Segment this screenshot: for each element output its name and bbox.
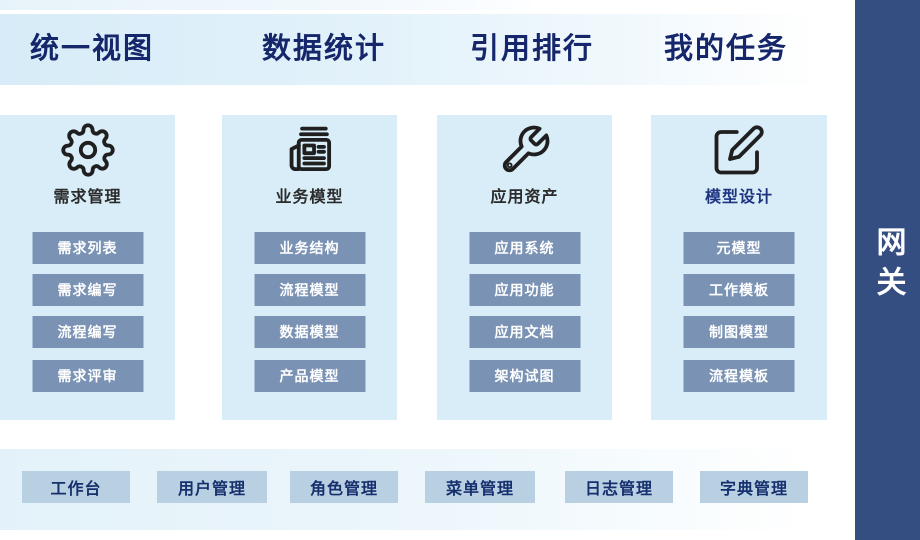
- card-title: 模型设计: [704, 189, 773, 206]
- sidebar-gateway[interactable]: 网关: [855, 0, 920, 540]
- tab-my-tasks[interactable]: 我的任务: [664, 33, 789, 65]
- card-title: 应用资产: [490, 189, 559, 206]
- button-workbench[interactable]: 工作台: [22, 471, 130, 503]
- top-accent-strip: [0, 0, 532, 10]
- button-data-model[interactable]: 数据模型: [254, 316, 365, 348]
- button-requirement-write[interactable]: 需求编写: [32, 274, 143, 306]
- button-product-model[interactable]: 产品模型: [254, 360, 365, 392]
- button-application-function[interactable]: 应用功能: [469, 274, 580, 306]
- header-tab-bar: 统一视图 数据统计 引用排行 我的任务: [0, 14, 855, 85]
- card-model-design: 模型设计 元模型 工作模板 制图模型 流程模板: [651, 115, 827, 420]
- card-business-model: 业务模型 业务结构 流程模型 数据模型 产品模型: [222, 115, 397, 420]
- button-requirement-list[interactable]: 需求列表: [32, 232, 143, 264]
- tab-data-statistics[interactable]: 数据统计: [262, 33, 387, 65]
- button-process-model[interactable]: 流程模型: [254, 274, 365, 306]
- card-title: 业务模型: [275, 189, 344, 206]
- button-role-management[interactable]: 角色管理: [290, 471, 398, 503]
- button-user-management[interactable]: 用户管理: [157, 471, 267, 503]
- button-application-system[interactable]: 应用系统: [469, 232, 580, 264]
- button-log-management[interactable]: 日志管理: [565, 471, 673, 503]
- button-architecture-view[interactable]: 架构试图: [469, 360, 580, 392]
- wrench-icon: [437, 121, 612, 179]
- button-work-template[interactable]: 工作模板: [683, 274, 795, 306]
- button-meta-model[interactable]: 元模型: [683, 232, 795, 264]
- card-title: 需求管理: [53, 189, 122, 206]
- bottom-management-bar: 工作台 用户管理 角色管理 菜单管理 日志管理 字典管理: [0, 449, 855, 530]
- button-business-structure[interactable]: 业务结构: [254, 232, 365, 264]
- gateway-label: 网关: [871, 226, 905, 306]
- button-menu-management[interactable]: 菜单管理: [425, 471, 535, 503]
- button-process-template[interactable]: 流程模板: [683, 360, 795, 392]
- newspaper-icon: [222, 121, 397, 179]
- card-application-assets: 应用资产 应用系统 应用功能 应用文档 架构试图: [437, 115, 612, 420]
- card-requirements-management: 需求管理 需求列表 需求编写 流程编写 需求评审: [0, 115, 175, 420]
- button-requirement-review[interactable]: 需求评审: [32, 360, 143, 392]
- edit-icon: [651, 121, 827, 179]
- tab-citation-ranking[interactable]: 引用排行: [470, 33, 595, 65]
- button-diagram-model[interactable]: 制图模型: [683, 316, 795, 348]
- tab-unified-view[interactable]: 统一视图: [30, 33, 155, 65]
- button-dictionary-management[interactable]: 字典管理: [700, 471, 808, 503]
- button-process-write[interactable]: 流程编写: [32, 316, 143, 348]
- button-application-document[interactable]: 应用文档: [469, 316, 580, 348]
- gear-icon: [0, 121, 175, 179]
